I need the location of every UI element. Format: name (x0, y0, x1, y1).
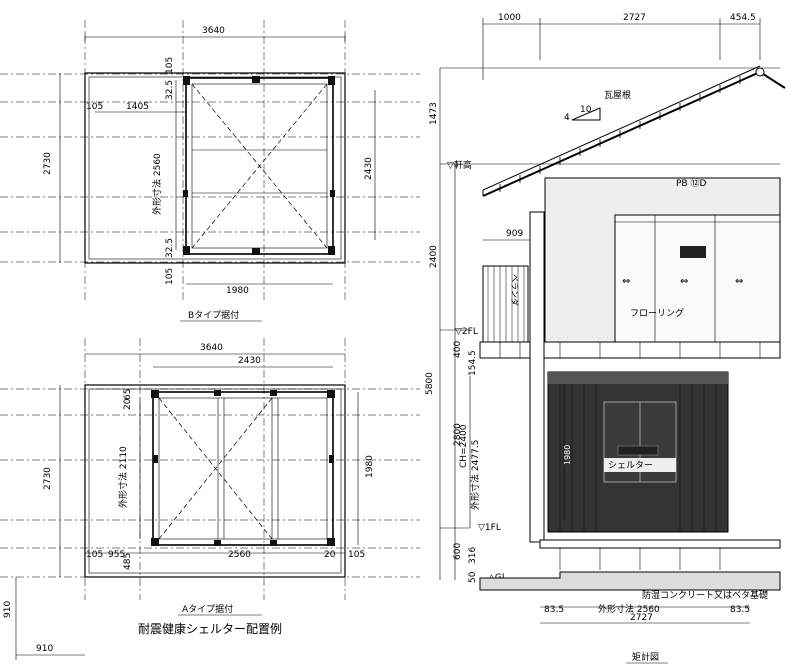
figure-caption: 耐震健康シェルター配置例 (138, 621, 282, 636)
plan-b-dim-inner: 外形寸法 2560 (151, 153, 163, 215)
plan-a-dim-width: 3640 (200, 343, 223, 353)
section-dim-2727-bot: 2727 (630, 613, 653, 623)
plan-b-dim-width: 3640 (202, 26, 225, 36)
level-1fl: ▽1FL (478, 523, 501, 533)
section-drawing: 1000 2727 454.5 1473 2400 5800 2800 600 … (425, 13, 786, 664)
section-dim-2727-top: 2727 (623, 13, 646, 23)
section-dim-2800: 2800 (453, 423, 463, 446)
foundation-label: 防湿コンクリート又はベタ基礎 (642, 589, 768, 601)
plan-a-dim-65: 65 (123, 389, 133, 400)
plan-b-dim-height-left: 2730 (43, 152, 53, 175)
plan-a-dim-20-top: 20 (123, 398, 133, 410)
section-dim-83-left: 83.5 (544, 605, 564, 615)
section-dim-5800: 5800 (425, 372, 435, 395)
section-dim-600: 600 (453, 543, 463, 560)
plan-b-dim-height-right: 2430 (364, 157, 374, 180)
roof-slope-4: 4 (564, 113, 570, 123)
section-dim-outer-w: 外形寸法 2560 (598, 603, 660, 615)
section-dim-outer-h: 外形寸法 2477.5 (469, 440, 481, 510)
section-dim-154: 154.5 (468, 350, 478, 376)
plan-a-dim-105-bl: 105 (86, 550, 103, 560)
plan-a-dim-485: 485 (123, 553, 133, 570)
plan-b-dim-32-top: 32.5 (165, 80, 175, 100)
plan-a-dim-20-br: 20 (324, 550, 336, 560)
plan-a-dim-inner: 外形寸法 2110 (117, 446, 129, 508)
roof-slope-10: 10 (580, 105, 592, 115)
balcony-label: ベランダ (510, 274, 520, 306)
plan-b-dim-105-bot: 105 (165, 268, 175, 285)
plan-a-dim-height-right: 1980 (365, 455, 375, 478)
section-dim-50: 50 (468, 571, 478, 583)
pb-label: PB ⑫D (676, 178, 706, 189)
shelter-label: シェルター (608, 460, 653, 471)
plan-a-dim-910-v: 910 (3, 601, 13, 618)
plan-b-dim-bottom: 1980 (226, 286, 249, 296)
level-2fl: ▽2FL (455, 327, 478, 337)
plan-b-dim-32-bot: 32.5 (165, 238, 175, 258)
roof-label: 瓦屋根 (604, 89, 631, 101)
plan-a-dim-955: 955 (108, 550, 125, 560)
section-dim-2400: 2400 (429, 245, 439, 268)
plan-b-title: Bタイプ据付 (188, 309, 239, 321)
section-dim-909: 909 (506, 229, 523, 239)
section-title: 矩計図 (632, 651, 659, 663)
plan-a-dim-height-left: 2730 (43, 467, 53, 490)
plan-b-dim-105-left: 105 (86, 102, 103, 112)
svg-text:⇔: ⇔ (735, 276, 743, 287)
svg-text:⇔: ⇔ (680, 276, 688, 287)
section-dim-316: 316 (468, 547, 478, 564)
svg-text:⇔: ⇔ (622, 276, 630, 287)
plan-a-dim-2560: 2560 (228, 550, 251, 560)
plan-b-dim-105-top: 105 (165, 57, 175, 74)
plan-a-dim-2430: 2430 (238, 356, 261, 366)
plan-a-dim-910-h: 910 (36, 644, 53, 654)
section-dim-1000: 1000 (498, 13, 521, 23)
section-dim-400: 400 (453, 341, 463, 358)
plan-b-dim-1405: 1405 (126, 102, 149, 112)
plan-a-type: 3640 2430 2730 1980 20 65 外形寸法 2110 485 … (0, 338, 420, 660)
section-dim-1980: 1980 (563, 445, 572, 465)
section-dim-83-right: 83.5 (730, 605, 750, 615)
section-dim-1473: 1473 (429, 102, 439, 125)
section-dim-ch: CH=2400 (459, 424, 469, 468)
level-eaves: ▽軒高 (447, 159, 472, 171)
plan-a-title: Aタイプ据付 (182, 603, 233, 615)
section-dim-454: 454.5 (730, 13, 756, 23)
plan-a-dim-105-br: 105 (348, 550, 365, 560)
flooring-label: フローリング (630, 307, 684, 319)
plan-b-type: 3640 1405 105 2730 2430 105 32.5 32.5 10… (0, 20, 420, 322)
